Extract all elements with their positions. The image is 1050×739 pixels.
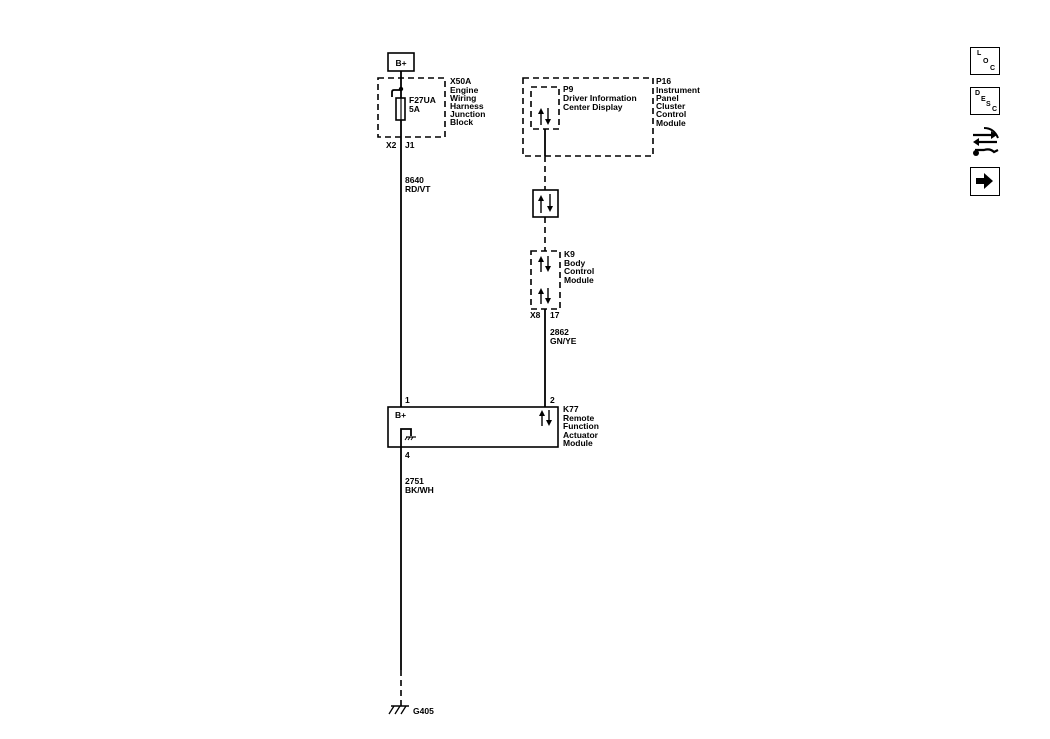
p9-name-2: Center Display bbox=[563, 102, 623, 112]
wire-2751-number: 2751 bbox=[405, 476, 424, 486]
x50a-name-4: Junction bbox=[450, 109, 485, 119]
k9-name-2: Control bbox=[564, 266, 594, 276]
k77-pin-power: 1 bbox=[405, 395, 410, 405]
arrow-right-icon bbox=[976, 173, 993, 189]
k77-data-arrows-icon bbox=[539, 410, 552, 426]
k9-name-1: Body bbox=[564, 258, 586, 268]
location-nav-button[interactable]: L O C bbox=[970, 47, 1000, 75]
p9-box bbox=[530, 86, 560, 130]
serial-data-symbol bbox=[532, 189, 559, 218]
wire-2862-color: GN/YE bbox=[550, 336, 577, 346]
loc-letter-o: O bbox=[983, 58, 989, 65]
k77-name-1: Remote bbox=[563, 413, 594, 423]
ground-id: G405 bbox=[413, 706, 434, 716]
x50a-id: X50A bbox=[450, 76, 471, 86]
k9-id: K9 bbox=[564, 249, 575, 259]
x50a-box bbox=[377, 77, 446, 138]
k77-box bbox=[387, 406, 559, 448]
desc-letter-e: E bbox=[981, 96, 986, 103]
x50a-name-3: Harness bbox=[450, 101, 484, 111]
k77-pin-ground: 4 bbox=[405, 450, 410, 460]
wire-8640-color: RD/VT bbox=[405, 184, 431, 194]
busbar-hook bbox=[391, 89, 401, 97]
p9-id: P9 bbox=[563, 84, 574, 94]
p16-name-3: Cluster bbox=[656, 101, 686, 111]
k9-name-3: Module bbox=[564, 275, 594, 285]
fuse-id: F27UA bbox=[409, 95, 436, 105]
k77-pin-data: 2 bbox=[550, 395, 555, 405]
wire-8640-number: 8640 bbox=[405, 175, 424, 185]
k9-connector: X8 bbox=[530, 310, 541, 320]
x50a-name-2: Wiring bbox=[450, 93, 476, 103]
p16-name-5: Module bbox=[656, 118, 686, 128]
k77-name-4: Module bbox=[563, 438, 593, 448]
connector-tools-nav-button[interactable] bbox=[970, 126, 1000, 156]
p16-box bbox=[522, 77, 654, 157]
next-page-button[interactable] bbox=[970, 167, 1000, 196]
wire-2751-color: BK/WH bbox=[405, 485, 434, 495]
k77-name-3: Actuator bbox=[563, 430, 599, 440]
k9-data-arrows-icon-2 bbox=[538, 288, 551, 304]
loc-letter-c: C bbox=[990, 65, 996, 72]
serial-data-arrows-icon bbox=[538, 194, 553, 213]
desc-letter-c: C bbox=[992, 106, 998, 113]
x50a-name-1: Engine bbox=[450, 85, 479, 95]
k77-name-2: Function bbox=[563, 421, 599, 431]
x50a-pin: J1 bbox=[405, 140, 415, 150]
k77-id: K77 bbox=[563, 404, 579, 414]
k9-pin: 17 bbox=[550, 310, 560, 320]
x50a-connector: X2 bbox=[386, 140, 397, 150]
ground-g405-icon bbox=[388, 705, 409, 715]
k9-box bbox=[530, 250, 561, 310]
fuse-rating: 5A bbox=[409, 104, 420, 114]
p16-id: P16 bbox=[656, 76, 671, 86]
description-nav-button[interactable]: D E S C bbox=[970, 87, 1000, 115]
k9-data-arrows-icon-1 bbox=[538, 256, 551, 272]
p16-name-1: Instrument bbox=[656, 85, 700, 95]
loc-letter-l: L bbox=[977, 50, 982, 57]
k77-internal-ground-icon bbox=[400, 428, 416, 447]
p16-name-4: Control bbox=[656, 109, 686, 119]
battery-label: B+ bbox=[395, 58, 406, 68]
connector-tools-icon bbox=[973, 127, 999, 156]
desc-letter-s: S bbox=[986, 101, 991, 108]
p9-name-1: Driver Information bbox=[563, 93, 637, 103]
k77-internal-label: B+ bbox=[395, 410, 406, 420]
p16-name-2: Panel bbox=[656, 93, 679, 103]
p9-data-arrows-icon bbox=[538, 108, 551, 125]
desc-letter-d: D bbox=[975, 90, 981, 97]
x50a-name-5: Block bbox=[450, 117, 473, 127]
wire-2862-number: 2862 bbox=[550, 327, 569, 337]
